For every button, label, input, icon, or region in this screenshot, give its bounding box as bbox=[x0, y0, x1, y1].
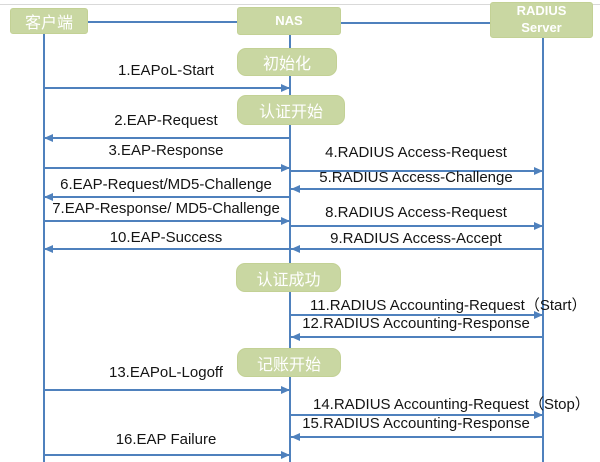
arrowhead-left-icon bbox=[44, 193, 53, 201]
message-label: 7.EAP-Response/ MD5-Challenge bbox=[52, 200, 280, 217]
message-line bbox=[291, 248, 542, 250]
message-line bbox=[291, 436, 542, 438]
message-label: 5.RADIUS Access-Challenge bbox=[319, 169, 513, 186]
message-label: 6.EAP-Request/MD5-Challenge bbox=[60, 176, 272, 193]
message-label: 12.RADIUS Accounting-Response bbox=[302, 315, 530, 332]
phase-auth-start-label: 认证开始 bbox=[258, 104, 323, 121]
message-line bbox=[44, 248, 289, 250]
actor-client-box: 客户端 bbox=[10, 8, 88, 34]
message-label: 4.RADIUS Access-Request bbox=[325, 144, 507, 161]
top-border-line bbox=[0, 4, 600, 5]
arrowhead-right-icon bbox=[534, 311, 543, 319]
message-line bbox=[44, 389, 289, 391]
arrowhead-left-icon bbox=[291, 245, 300, 253]
phase-init-box: 初始化 bbox=[237, 48, 337, 76]
arrowhead-left-icon bbox=[291, 185, 300, 193]
arrowhead-right-icon bbox=[534, 167, 543, 175]
message-label: 3.EAP-Response bbox=[108, 142, 224, 159]
actor-radius-label-line1: RADIUS bbox=[516, 3, 567, 19]
message-line bbox=[291, 336, 542, 338]
actor-radius-label-line2: Server bbox=[521, 20, 562, 35]
message-line bbox=[291, 225, 542, 227]
message-line bbox=[44, 167, 289, 169]
phase-init-label: 初始化 bbox=[262, 56, 311, 73]
message-label: 13.EAPoL-Logoff bbox=[109, 364, 223, 381]
message-label: 15.RADIUS Accounting-Response bbox=[302, 415, 530, 432]
arrowhead-right-icon bbox=[281, 451, 290, 459]
phase-auth-success-label: 认证成功 bbox=[256, 271, 321, 289]
message-label: 16.EAP Failure bbox=[115, 431, 217, 448]
message-line bbox=[44, 87, 289, 89]
connector-nas-radius bbox=[341, 22, 490, 24]
actor-nas-box: NAS bbox=[237, 7, 341, 35]
phase-auth-success-box: 认证成功 bbox=[236, 263, 341, 292]
message-line bbox=[44, 137, 289, 139]
arrowhead-right-icon bbox=[281, 217, 290, 225]
message-label: 2.EAP-Request bbox=[114, 112, 218, 129]
message-label: 10.EAP-Success bbox=[109, 229, 223, 246]
message-line bbox=[291, 188, 542, 190]
arrowhead-right-icon bbox=[281, 164, 290, 172]
lifeline-nas bbox=[289, 35, 291, 462]
connector-client-nas bbox=[88, 21, 237, 23]
actor-radius-server-box: RADIUS Server bbox=[490, 2, 593, 38]
message-label: 8.RADIUS Access-Request bbox=[325, 204, 507, 221]
actor-nas-label: NAS bbox=[275, 12, 303, 28]
phase-auth-start-box: 认证开始 bbox=[237, 95, 345, 125]
message-line bbox=[44, 454, 289, 456]
arrowhead-right-icon bbox=[534, 411, 543, 419]
message-label: 14.RADIUS Accounting-Request（Stop） bbox=[313, 396, 590, 413]
lifeline-radius-server bbox=[542, 38, 544, 462]
arrowhead-left-icon bbox=[44, 134, 53, 142]
message-line bbox=[44, 196, 289, 198]
arrowhead-right-icon bbox=[281, 84, 290, 92]
message-label: 9.RADIUS Access-Accept bbox=[330, 230, 502, 247]
arrowhead-left-icon bbox=[291, 333, 300, 341]
message-line bbox=[291, 314, 542, 316]
arrowhead-left-icon bbox=[291, 433, 300, 441]
message-label: 1.EAPoL-Start bbox=[118, 62, 214, 79]
actor-client-label: 客户端 bbox=[24, 15, 73, 32]
arrowhead-left-icon bbox=[44, 245, 53, 253]
phase-accounting-start-box: 记账开始 bbox=[237, 348, 341, 377]
message-line bbox=[291, 170, 542, 172]
message-label: 11.RADIUS Accounting-Request（Start） bbox=[310, 297, 587, 314]
arrowhead-right-icon bbox=[281, 386, 290, 394]
arrowhead-right-icon bbox=[534, 222, 543, 230]
phase-accounting-start-label: 记账开始 bbox=[256, 356, 321, 374]
message-line bbox=[291, 414, 542, 416]
message-line bbox=[44, 220, 289, 222]
